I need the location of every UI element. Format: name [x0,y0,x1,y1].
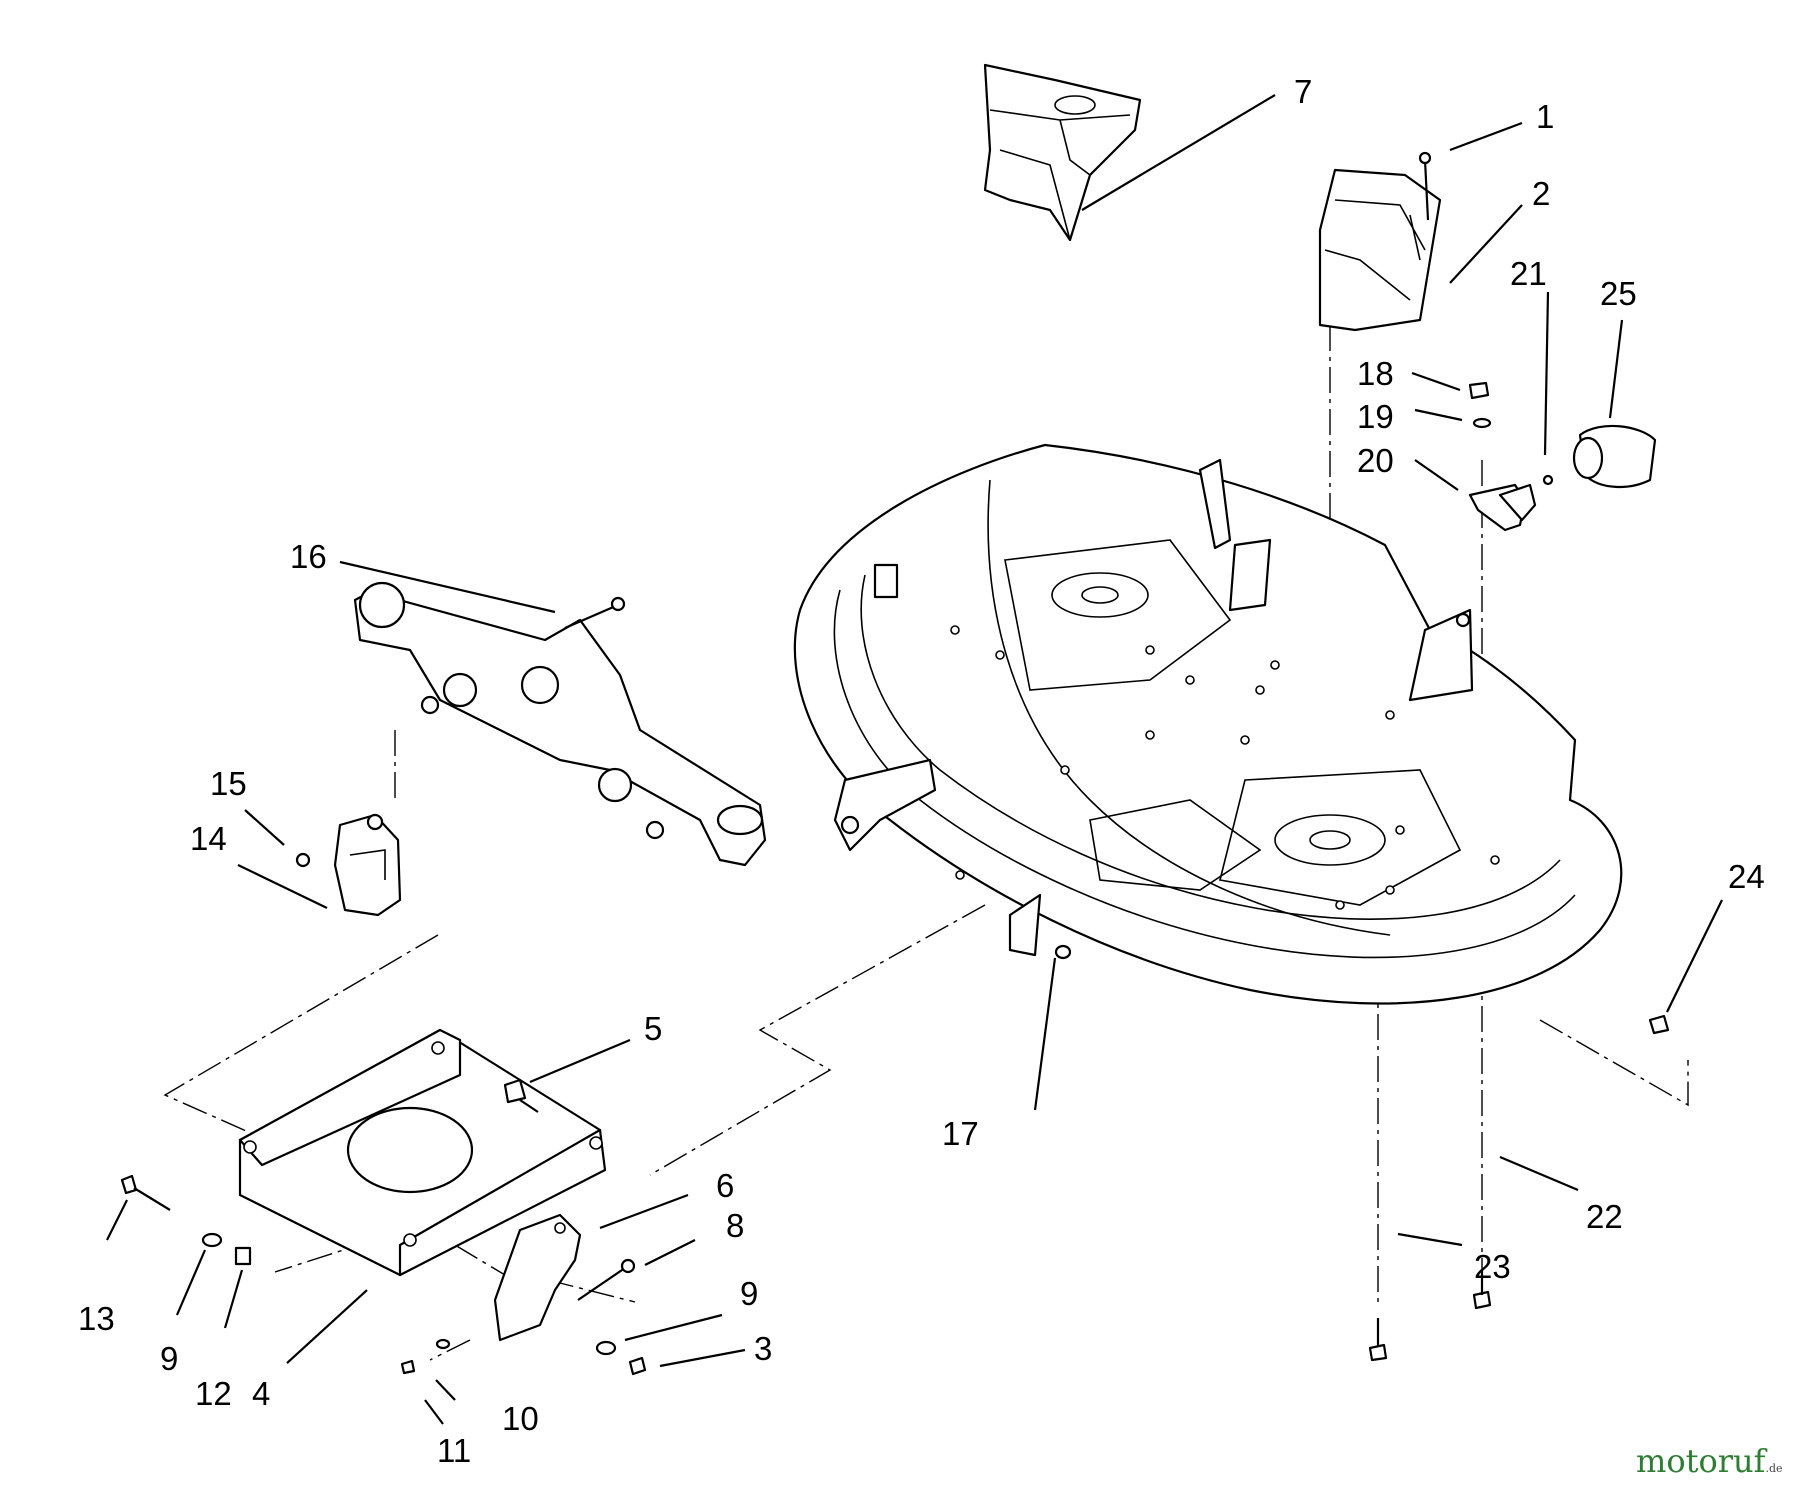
callout-18: 18 [1357,355,1394,392]
callout-24: 24 [1728,858,1765,895]
callout-2: 2 [1532,175,1550,212]
watermark-brand: motoruf [1636,1442,1766,1480]
washout-port-assembly [1468,381,1657,532]
callout-22: 22 [1586,1198,1623,1235]
callout-1: 1 [1536,98,1554,135]
bracket-14 [295,813,402,917]
callout-8: 8 [726,1207,744,1244]
callout-labels: 1 2 3 4 5 6 7 8 9 9 10 11 12 13 14 15 16… [78,73,1765,1469]
callout-25: 25 [1600,275,1637,312]
callout-17: 17 [942,1115,979,1152]
mower-deck-housing [793,443,1623,1005]
discharge-baffle-7 [983,63,1142,242]
callout-14: 14 [190,820,227,857]
callout-9a: 9 [740,1275,758,1312]
callout-6: 6 [716,1167,734,1204]
callout-4: 4 [252,1375,270,1412]
hardware [120,944,1670,1376]
discharge-baffle-2 [1318,151,1442,332]
callout-7: 7 [1294,73,1312,110]
callout-11: 11 [437,1432,471,1469]
deck-mount-bracket-4 [238,1028,607,1277]
callout-15: 15 [210,765,247,802]
leader-lines [106,94,1723,1425]
callout-12: 12 [195,1375,232,1412]
motoruf-watermark: motoruf.de [1636,1442,1783,1480]
callout-23: 23 [1474,1248,1511,1285]
callout-13: 13 [78,1300,115,1337]
callout-19: 19 [1357,398,1394,435]
deck-lift-arm-16 [353,581,767,867]
callout-20: 20 [1357,442,1394,479]
callout-3: 3 [754,1330,772,1367]
callout-10: 10 [502,1400,539,1437]
callout-16: 16 [290,538,327,575]
callout-9b: 9 [160,1340,178,1377]
callout-5: 5 [644,1010,662,1047]
watermark-tld: .de [1765,1462,1783,1475]
callout-21: 21 [1510,255,1547,292]
